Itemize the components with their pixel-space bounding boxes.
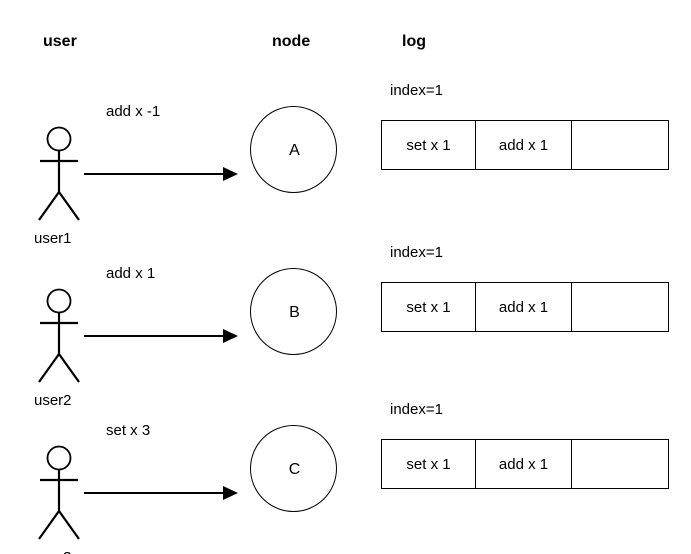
log-cell-empty <box>572 121 667 169</box>
column-header-log: log <box>402 33 426 50</box>
arrow-label: set x 3 <box>106 422 151 439</box>
log-cell: set x 1 <box>382 440 476 488</box>
column-header-user: user <box>43 33 77 50</box>
actor-label: user3 <box>34 550 72 554</box>
node-circle[interactable]: B <box>250 268 337 355</box>
node-letter: A <box>289 141 300 159</box>
log-cell-empty <box>572 440 667 488</box>
log-cell: add x 1 <box>476 283 572 331</box>
diagram-row: user3 set x 3 C index=1 set x 1 add x 1 <box>0 367 691 554</box>
log-cell-empty <box>572 283 667 331</box>
stick-figure-icon <box>30 417 108 545</box>
log-cell: add x 1 <box>476 121 572 169</box>
node-letter: B <box>289 303 300 321</box>
log-cell: add x 1 <box>476 440 572 488</box>
arrow-icon <box>82 138 242 184</box>
log-index-label: index=1 <box>390 82 443 99</box>
log-cell: set x 1 <box>382 283 476 331</box>
diagram-row: user2 add x 1 B index=1 set x 1 add x 1 <box>0 210 691 408</box>
log-table: set x 1 add x 1 <box>381 439 669 489</box>
arrow-label: add x 1 <box>106 265 156 282</box>
actor-label: user1 <box>34 230 72 247</box>
log-table: set x 1 add x 1 <box>381 282 669 332</box>
arrow-label: add x -1 <box>106 103 161 120</box>
diagram-row: user1 add x -1 A index=1 set x 1 add x 1 <box>0 48 691 246</box>
arrow-icon <box>82 300 242 346</box>
log-index-label: index=1 <box>390 401 443 418</box>
stick-figure-icon <box>30 98 108 226</box>
node-circle[interactable]: C <box>250 425 337 512</box>
node-letter: C <box>288 460 301 478</box>
actor-label: user2 <box>34 392 72 409</box>
log-index-label: index=1 <box>390 244 443 261</box>
log-table: set x 1 add x 1 <box>381 120 669 170</box>
node-circle[interactable]: A <box>250 106 337 193</box>
column-header-node: node <box>272 33 311 50</box>
arrow-icon <box>82 457 242 503</box>
log-cell: set x 1 <box>382 121 476 169</box>
stick-figure-icon <box>30 260 108 388</box>
